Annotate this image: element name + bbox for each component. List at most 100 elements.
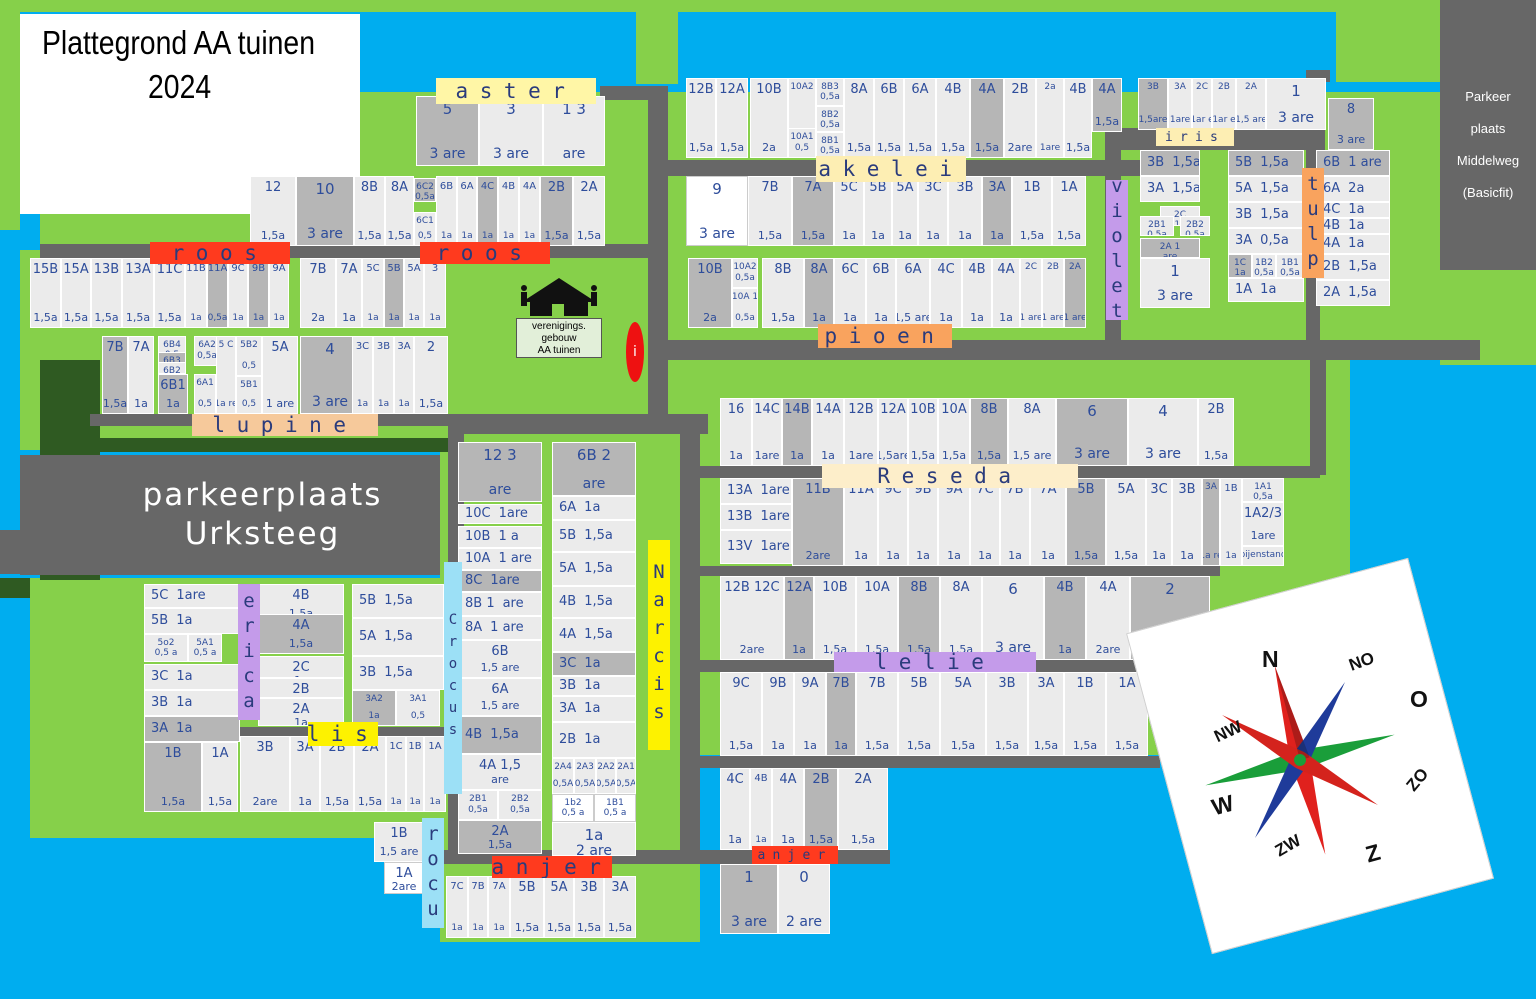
info-marker[interactable]: i (626, 322, 644, 382)
garden-plot[interactable]: 6B20,5 (158, 362, 186, 374)
club-building[interactable]: verenigings. gebouw AA tuinen (516, 276, 602, 358)
garden-plot[interactable]: 5 C1a re (216, 336, 236, 414)
